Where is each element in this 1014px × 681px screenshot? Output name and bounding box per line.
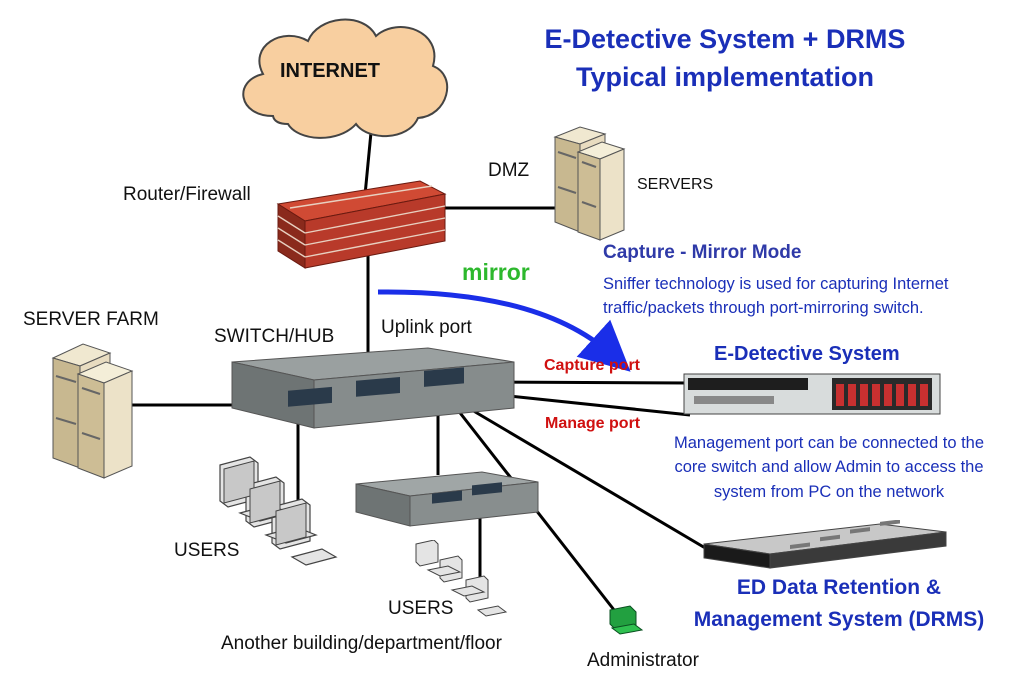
administrator-computer-icon — [609, 605, 644, 635]
link-switch-drms — [454, 398, 713, 554]
drms-line2: Management System (DRMS) — [693, 608, 985, 631]
link-capture-port — [494, 380, 691, 385]
edetective-heading: E-Detective System — [714, 343, 900, 365]
dmz-label: DMZ — [488, 160, 530, 181]
users-left-label: USERS — [174, 540, 240, 561]
users-small-computers-icon — [415, 540, 508, 617]
mirror-arrow — [377, 289, 631, 372]
edetective-appliance-icon — [683, 373, 941, 415]
edetective-note-line2: core switch and allow Admin to access th… — [674, 458, 984, 476]
drms-appliance-icon — [703, 520, 947, 569]
capture-mode-line2: traffic/packets through port-mirroring s… — [603, 299, 924, 317]
dmz-servers-icon — [553, 126, 626, 241]
uplink-port-label: Uplink port — [381, 317, 472, 338]
another-building-label: Another building/department/floor — [221, 633, 502, 654]
capture-port-label: Capture port — [544, 357, 640, 374]
secondary-switch-icon — [355, 471, 539, 527]
capture-mode-heading: Capture - Mirror Mode — [603, 242, 802, 263]
switch-hub-label: SWITCH/HUB — [214, 326, 335, 347]
mirror-label: mirror — [462, 259, 530, 285]
manage-port-label: Manage port — [545, 415, 641, 432]
firewall-icon — [276, 180, 447, 269]
title-line1: E-Detective System + DRMS — [544, 24, 906, 54]
link-manage-port — [499, 393, 691, 417]
router-firewall-label: Router/Firewall — [123, 184, 251, 205]
drms-line1: ED Data Retention & — [736, 576, 942, 599]
edetective-note-line3: system from PC on the network — [713, 483, 945, 501]
users-bottom-label: USERS — [388, 598, 454, 619]
edetective-note-line1: Management port can be connected to the — [673, 434, 985, 452]
administrator-label: Administrator — [587, 650, 699, 671]
internet-label: INTERNET — [280, 60, 380, 82]
main-switch-icon — [231, 347, 515, 429]
servers-label: SERVERS — [637, 176, 714, 193]
internet-cloud-icon — [242, 18, 449, 139]
users-computers-icon — [219, 456, 338, 566]
server-farm-label: SERVER FARM — [23, 309, 159, 330]
server-farm-icon — [51, 343, 134, 479]
title-line2: Typical implementation — [575, 62, 875, 92]
capture-mode-line1: Sniffer technology is used for capturing… — [603, 275, 949, 293]
